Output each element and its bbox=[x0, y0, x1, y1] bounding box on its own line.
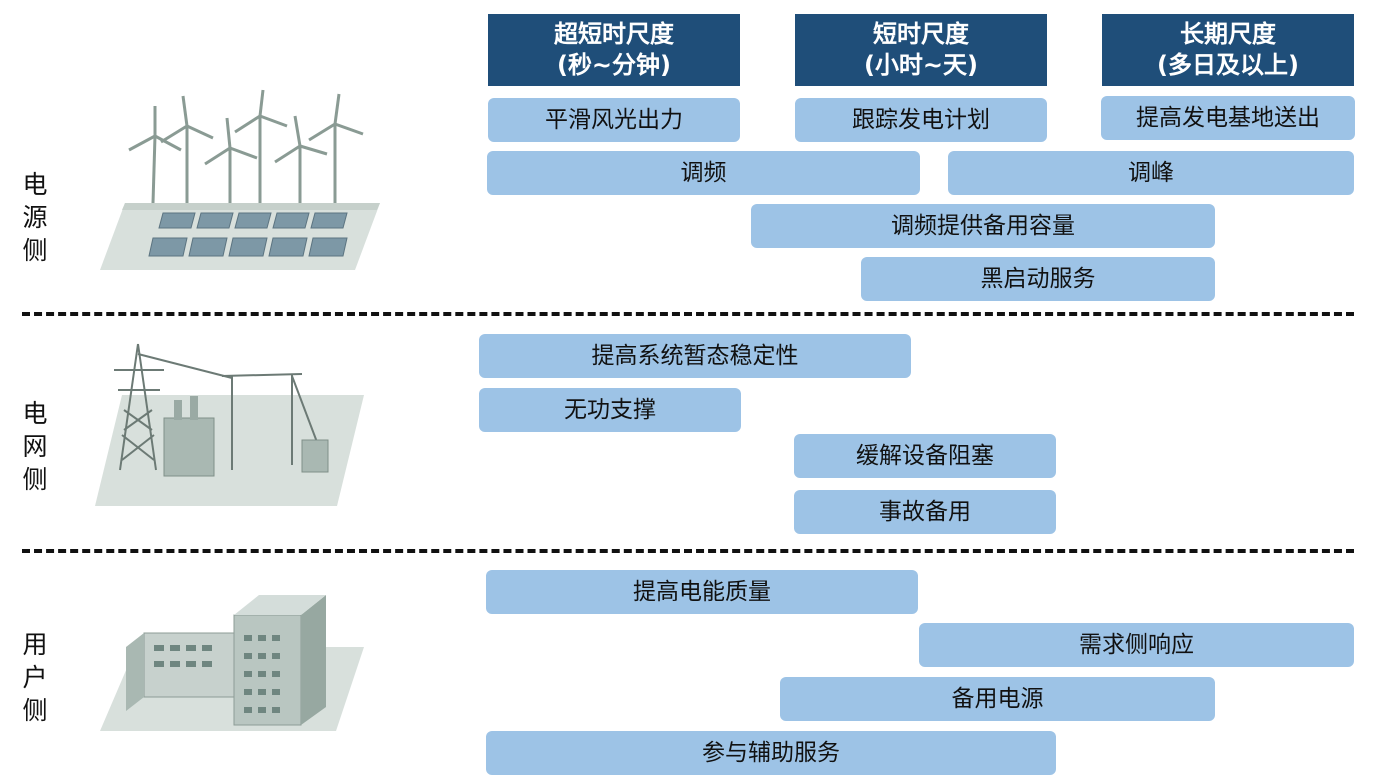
bar-backup-power: 备用电源 bbox=[780, 677, 1215, 721]
wind-solar-farm-illustration bbox=[100, 89, 380, 270]
bar-black-start: 黑启动服务 bbox=[861, 257, 1215, 301]
divider-1 bbox=[22, 312, 1354, 316]
bar-improve-base-delivery: 提高发电基地送出 bbox=[1101, 96, 1355, 140]
substation-illustration bbox=[95, 343, 364, 506]
header-title: 短时尺度 bbox=[873, 20, 969, 48]
buildings-illustration bbox=[100, 595, 364, 731]
header-title: 长期尺度 bbox=[1180, 20, 1276, 48]
bar-emergency-reserve: 事故备用 bbox=[794, 490, 1056, 534]
divider-2 bbox=[22, 549, 1354, 553]
header-long-term: 长期尺度 (多日及以上) bbox=[1102, 14, 1354, 86]
label-generation-side: 电 源 侧 bbox=[22, 170, 48, 265]
bar-reserve-capacity: 调频提供备用容量 bbox=[751, 204, 1215, 248]
header-short-term: 短时尺度 (小时~天) bbox=[795, 14, 1047, 86]
bar-smooth-wind-solar-output: 平滑风光出力 bbox=[488, 98, 740, 142]
bar-reactive-support: 无功支撑 bbox=[479, 388, 741, 432]
header-subtitle: (秒~分钟) bbox=[556, 51, 672, 79]
bar-transient-stability: 提高系统暂态稳定性 bbox=[479, 334, 911, 378]
bar-power-quality: 提高电能质量 bbox=[486, 570, 918, 614]
bar-frequency-regulation: 调频 bbox=[487, 151, 920, 195]
bar-ancillary-services: 参与辅助服务 bbox=[486, 731, 1056, 775]
bar-peak-shaving: 调峰 bbox=[948, 151, 1354, 195]
label-user-side: 用 户 侧 bbox=[22, 630, 48, 725]
header-subtitle: (多日及以上) bbox=[1157, 51, 1299, 79]
header-ultra-short-term: 超短时尺度 (秒~分钟) bbox=[488, 14, 740, 86]
header-subtitle: (小时~天) bbox=[863, 51, 979, 79]
bar-relieve-congestion: 缓解设备阻塞 bbox=[794, 434, 1056, 478]
bar-track-generation-plan: 跟踪发电计划 bbox=[795, 98, 1047, 142]
header-title: 超短时尺度 bbox=[554, 20, 674, 48]
bar-demand-response: 需求侧响应 bbox=[919, 623, 1354, 667]
label-grid-side: 电 网 侧 bbox=[22, 399, 48, 494]
